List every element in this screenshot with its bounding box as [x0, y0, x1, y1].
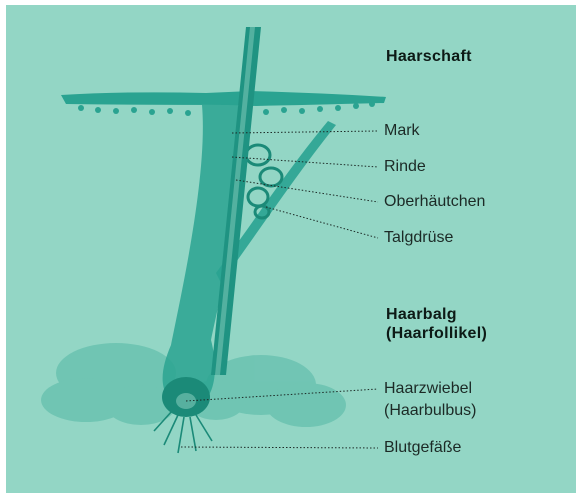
heading-follicle-line1: Haarbalg — [386, 305, 457, 324]
label-cuticle: Oberhäutchen — [384, 192, 485, 212]
leader-medulla — [232, 131, 378, 133]
label-bulb-line1: Haarzwiebel — [384, 379, 472, 399]
hair-bulb — [162, 377, 210, 417]
hair-anatomy-illustration — [6, 5, 576, 493]
leader-sebaceous-gland — [266, 207, 378, 238]
heading-hair-shaft: Haarschaft — [386, 47, 472, 66]
heading-follicle-line2: (Haarfollikel) — [386, 324, 487, 343]
label-cortex: Rinde — [384, 157, 426, 177]
label-medulla: Mark — [384, 121, 420, 141]
label-sebaceous-gland: Talgdrüse — [384, 228, 453, 248]
label-blood-vessels: Blutgefäße — [384, 438, 461, 458]
sebaceous-gland — [246, 145, 282, 218]
leader-cuticle — [236, 180, 378, 202]
diagram-canvas: Haarschaft Haarbalg (Haarfollikel) Mark … — [6, 5, 576, 493]
leader-blood-vessels — [181, 447, 378, 448]
label-bulb-line2: (Haarbulbus) — [384, 401, 476, 421]
